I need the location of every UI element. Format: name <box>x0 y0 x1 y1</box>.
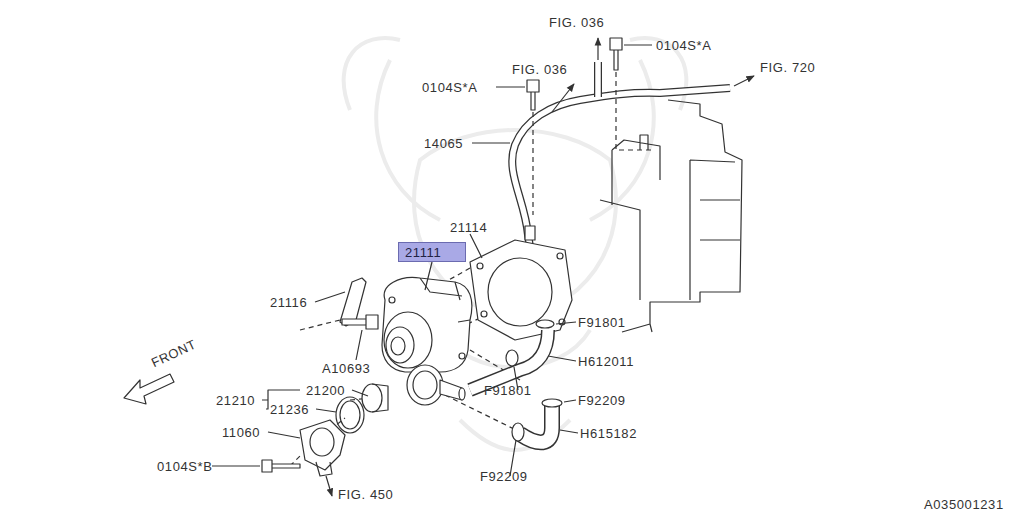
front-arrow <box>124 374 174 404</box>
figure-ref: FIG. 036 <box>512 62 567 77</box>
watermark <box>344 38 687 450</box>
bolt <box>610 38 622 70</box>
part-number: F91801 <box>484 383 532 398</box>
gasket <box>470 240 572 340</box>
part-number: H612011 <box>578 354 634 369</box>
part-number: 21200 <box>306 383 345 398</box>
figure-ref: FIG. 036 <box>549 15 604 30</box>
part-number: F92209 <box>480 469 528 484</box>
part-number: 21210 <box>216 393 255 408</box>
part-number: 0104S*A <box>656 38 712 53</box>
thermostat <box>362 384 382 412</box>
part-number: 21114 <box>450 220 487 235</box>
part-number: H615182 <box>580 426 637 441</box>
figure-ref: FIG. 450 <box>338 487 393 502</box>
diagram-id: A035001231 <box>924 497 1004 512</box>
bolt <box>342 315 378 329</box>
part-number: F91801 <box>578 315 626 330</box>
highlighted-part-box: 21111 <box>398 242 466 262</box>
part-number: A10693 <box>322 361 370 376</box>
gasket <box>336 397 364 433</box>
engine-block <box>600 100 742 332</box>
part-number: 21236 <box>270 402 309 417</box>
bolt <box>527 80 539 110</box>
direction-label: FRONT <box>149 337 199 371</box>
part-number: 11060 <box>222 425 260 440</box>
part-number: F92209 <box>578 393 626 408</box>
part-number: 21116 <box>270 295 307 310</box>
bolt <box>262 460 300 472</box>
part-number: 0104S*A <box>422 80 478 95</box>
part-number: 14065 <box>424 136 463 151</box>
water-pump <box>382 277 472 372</box>
figure-ref: FIG. 720 <box>760 60 815 75</box>
water-pipe <box>512 88 730 258</box>
part-number: 21111 <box>405 245 459 260</box>
thermostat-cover <box>300 420 345 470</box>
part-number: 0104S*B <box>157 459 213 474</box>
